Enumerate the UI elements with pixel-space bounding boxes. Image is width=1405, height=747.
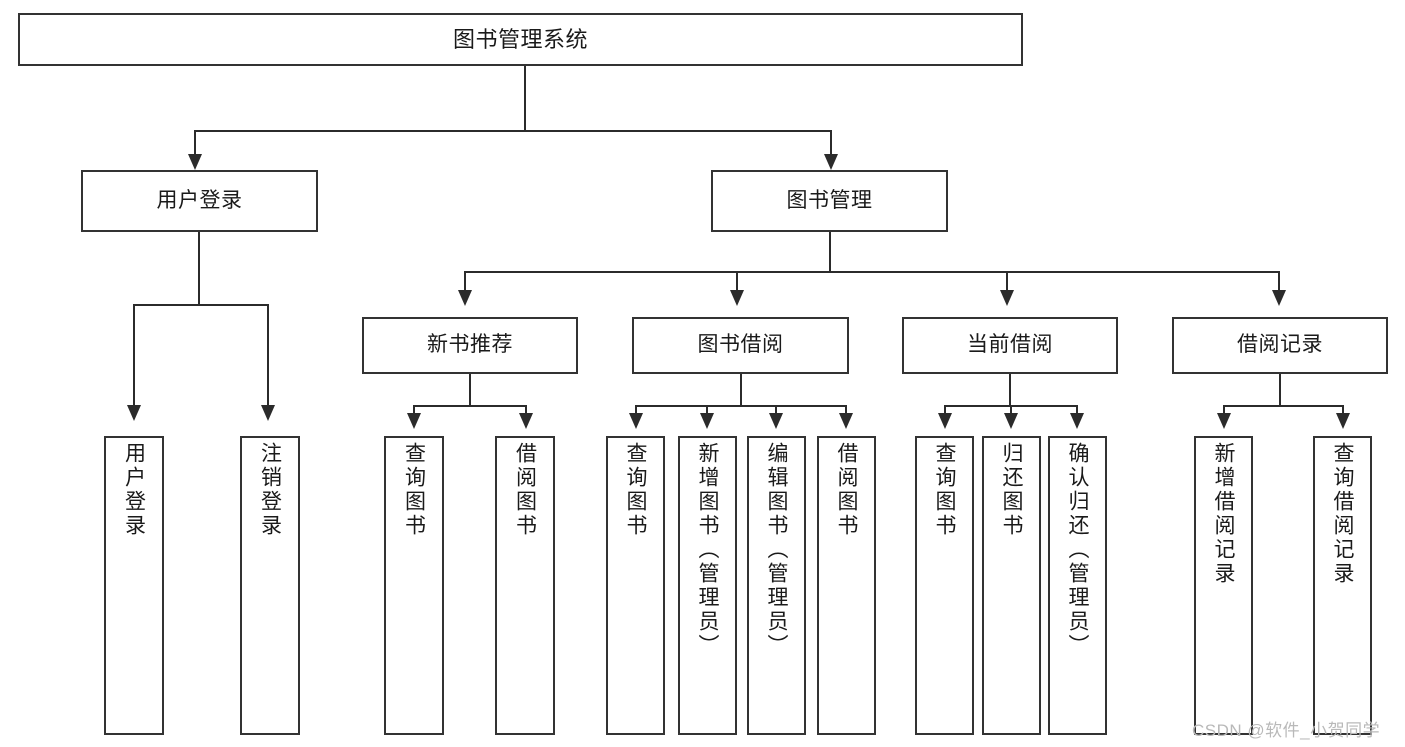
connector-bm-to-current-borrow	[1006, 271, 1008, 294]
connector-current-borrow-stem	[1009, 374, 1011, 406]
leaf-book-borrow-add-book-admin[interactable]: 新增图书（管理员）	[678, 436, 737, 735]
leaf-user-login-login[interactable]: 用户登录	[104, 436, 164, 735]
connector-cb-leaf1	[944, 405, 946, 417]
arrowhead-bm-to-borrow-record	[1272, 290, 1286, 306]
connector-book-borrow-stem	[740, 374, 742, 406]
connector-book-management-bus	[464, 271, 1280, 273]
node-current-borrow[interactable]: 当前借阅	[902, 317, 1118, 374]
arrowhead-bb-leaf1	[629, 413, 643, 429]
node-label: 注销登录	[258, 442, 282, 538]
node-new-book-recommend[interactable]: 新书推荐	[362, 317, 578, 374]
connector-bm-to-new-book	[464, 271, 466, 294]
arrowhead-bb-leaf2	[700, 413, 714, 429]
connector-root-bus	[194, 130, 832, 132]
node-book-management[interactable]: 图书管理	[711, 170, 948, 232]
leaf-book-borrow-borrow-book[interactable]: 借阅图书	[817, 436, 876, 735]
connector-book-borrow-bus	[635, 405, 846, 407]
leaf-current-borrow-return-book[interactable]: 归还图书	[982, 436, 1041, 735]
connector-new-book-bus	[413, 405, 526, 407]
leaf-book-borrow-query-book[interactable]: 查询图书	[606, 436, 665, 735]
node-label: 图书管理	[786, 188, 873, 212]
arrowhead-bb-leaf3	[769, 413, 783, 429]
leaf-current-borrow-query-book[interactable]: 查询图书	[915, 436, 974, 735]
leaf-borrow-record-query-record[interactable]: 查询借阅记录	[1313, 436, 1372, 735]
leaf-user-login-logout[interactable]: 注销登录	[240, 436, 300, 735]
connector-bm-to-book-borrow	[736, 271, 738, 294]
node-root-book-management-system[interactable]: 图书管理系统	[18, 13, 1023, 66]
leaf-current-borrow-confirm-return-admin[interactable]: 确认归还（管理员）	[1048, 436, 1107, 735]
node-label: 查询借阅记录	[1331, 442, 1354, 586]
node-label: 新增借阅记录	[1212, 442, 1235, 586]
connector-cb-leaf2	[1010, 405, 1012, 417]
node-label: 编辑图书（管理员）	[765, 442, 788, 658]
node-label: 新书推荐	[427, 333, 513, 357]
arrowhead-cb-leaf2	[1004, 413, 1018, 429]
arrowhead-user-login-leaf1	[127, 405, 141, 421]
arrowhead-br-leaf1	[1217, 413, 1231, 429]
node-label: 用户登录	[122, 442, 146, 538]
node-label: 当前借阅	[967, 333, 1053, 357]
leaf-new-book-query-book[interactable]: 查询图书	[384, 436, 444, 735]
node-borrow-record[interactable]: 借阅记录	[1172, 317, 1388, 374]
arrowhead-bm-to-book-borrow	[730, 290, 744, 306]
connector-root-stem	[524, 66, 526, 130]
node-book-borrow[interactable]: 图书借阅	[632, 317, 849, 374]
leaf-borrow-record-add-record[interactable]: 新增借阅记录	[1194, 436, 1253, 735]
node-label: 图书借阅	[697, 333, 784, 357]
node-label: 查询图书	[402, 442, 426, 538]
node-label: 借阅图书	[513, 442, 537, 538]
connector-bb-leaf1	[635, 405, 637, 417]
connector-user-login-leaf2	[267, 304, 269, 410]
connector-bb-leaf4	[845, 405, 847, 417]
arrowhead-user-login-leaf2	[261, 405, 275, 421]
connector-user-login-stem	[198, 232, 200, 304]
connector-root-to-book-management	[830, 130, 832, 158]
connector-borrow-record-bus	[1223, 405, 1343, 407]
connector-bm-to-borrow-record	[1278, 271, 1280, 294]
leaf-new-book-borrow-book[interactable]: 借阅图书	[495, 436, 555, 735]
arrowhead-root-to-user-login	[188, 154, 202, 170]
arrowhead-cb-leaf1	[938, 413, 952, 429]
leaf-book-borrow-edit-book-admin[interactable]: 编辑图书（管理员）	[747, 436, 806, 735]
csdn-watermark: CSDN @软件_小贺同学	[1192, 721, 1381, 740]
arrowhead-br-leaf2	[1336, 413, 1350, 429]
connector-new-book-stem	[469, 374, 471, 406]
arrowhead-cb-leaf3	[1070, 413, 1084, 429]
connector-root-to-user-login	[194, 130, 196, 158]
node-label: 图书管理系统	[452, 26, 588, 52]
arrowhead-new-book-leaf1	[407, 413, 421, 429]
node-label: 借阅记录	[1237, 333, 1323, 357]
arrowhead-bm-to-new-book	[458, 290, 472, 306]
connector-new-book-leaf2	[525, 405, 527, 417]
node-label: 查询图书	[933, 442, 956, 538]
connector-bb-leaf3	[775, 405, 777, 417]
node-label: 用户登录	[156, 188, 243, 212]
connector-book-management-stem	[829, 232, 831, 272]
node-label: 确认归还（管理员）	[1066, 442, 1089, 658]
connector-new-book-leaf1	[413, 405, 415, 417]
connector-br-leaf2	[1342, 405, 1344, 417]
connector-br-leaf1	[1223, 405, 1225, 417]
connector-user-login-leaf1	[133, 304, 135, 410]
connector-cb-leaf3	[1076, 405, 1078, 417]
connector-borrow-record-stem	[1279, 374, 1281, 406]
node-label: 借阅图书	[835, 442, 858, 538]
arrowhead-bm-to-current-borrow	[1000, 290, 1014, 306]
node-label: 新增图书（管理员）	[696, 442, 719, 658]
node-user-login[interactable]: 用户登录	[81, 170, 318, 232]
arrowhead-root-to-book-management	[824, 154, 838, 170]
connector-user-login-bus	[133, 304, 268, 306]
node-label: 查询图书	[624, 442, 647, 538]
node-label: 归还图书	[1000, 442, 1023, 538]
arrowhead-bb-leaf4	[839, 413, 853, 429]
connector-bb-leaf2	[706, 405, 708, 417]
arrowhead-new-book-leaf2	[519, 413, 533, 429]
